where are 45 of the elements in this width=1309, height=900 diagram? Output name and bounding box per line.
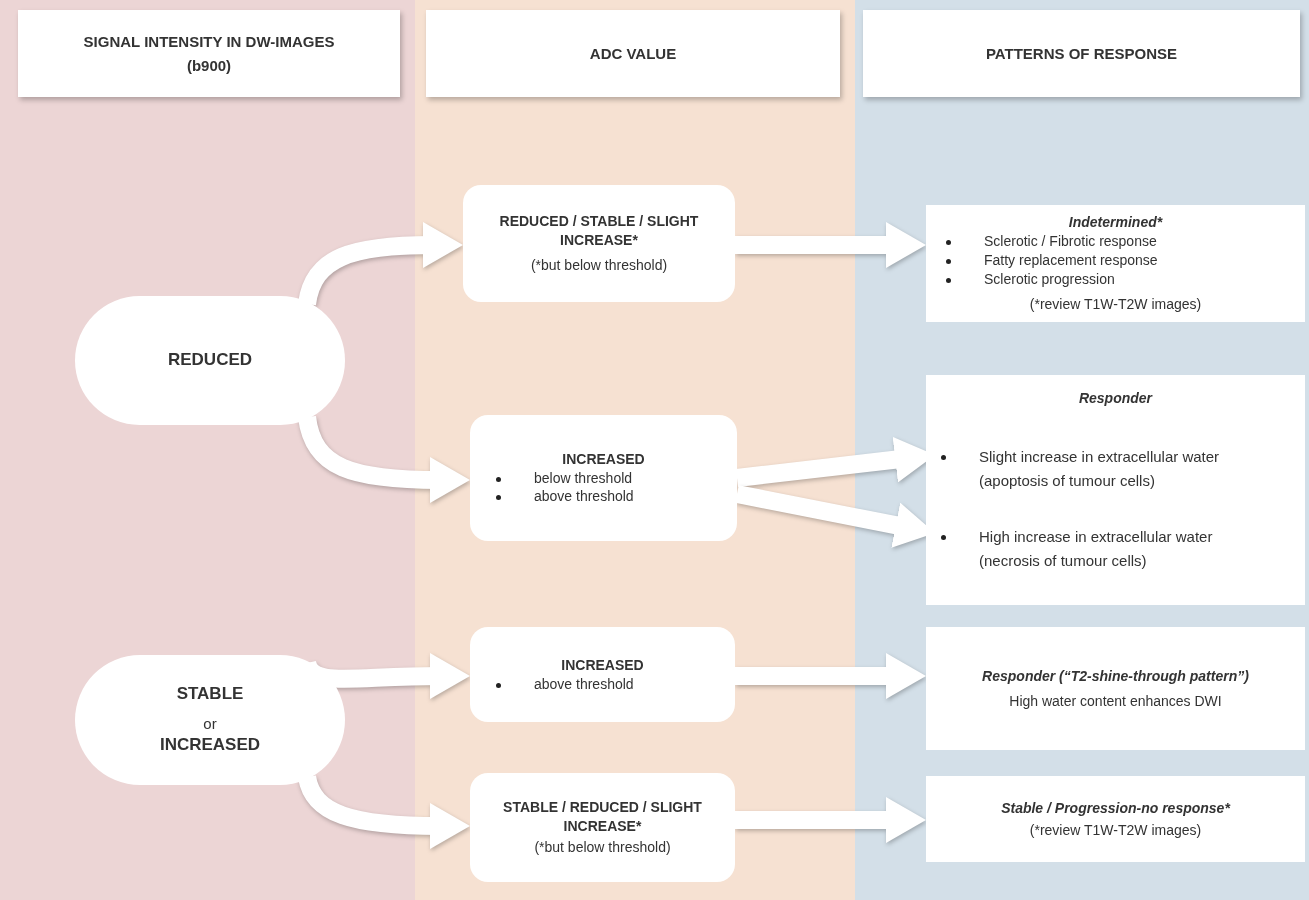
bullet-item: above threshold [490,674,715,694]
response-box [926,375,1305,605]
response-box [926,776,1305,862]
note-text: or [202,713,218,734]
note-text: (*review T1W-T2W images) [1028,820,1203,840]
bullet-item: Sclerotic / Fibrotic response [940,232,1291,252]
value-text: INCREASED [158,734,262,757]
value-text: STABLE / REDUCED / SLIGHT INCREASE* [502,797,703,836]
adc-box [470,627,735,722]
column-header [863,10,1300,97]
response-title: Indetermined* [1067,213,1164,233]
value-text: REDUCED [166,349,254,372]
adc-box [470,773,735,882]
note-text: High water content enhances DWI [1008,691,1223,711]
header-text: PATTERNS OF RESPONSE [984,43,1179,64]
adc-box [463,185,735,302]
response-title: Responder [1077,389,1154,408]
response-box [926,627,1305,750]
arrow [298,222,463,306]
arrow [298,774,470,849]
value-text: REDUCED / STABLE / SLIGHT INCREASE* [498,212,700,250]
bullet-item: Slight increase in extracellular water (apoptosis of tumour cells) [935,445,1265,493]
note-text: (*but below threshold) [529,255,669,275]
note-text: (*review T1W-T2W images) [1028,294,1203,314]
response-title: Responder (“T2-shine-through pattern”) [981,666,1250,686]
value-text: STABLE [175,682,245,705]
response-box [926,205,1305,322]
bullet-item: Fatty replacement response [940,251,1291,270]
column-header [426,10,840,97]
value-text: INCREASED [560,655,645,675]
value-text: INCREASED [561,449,646,469]
note-text: (*but below threshold) [533,838,672,858]
bullet-item: Sclerotic progression [940,269,1291,289]
adc-box [470,415,737,541]
bullet-item: above threshold [490,487,717,507]
bullet-item: High increase in extracellular water (necrosis of tumour cells) [935,525,1265,573]
response-title: Stable / Progression-no response* [1000,798,1232,818]
arrow [735,797,926,843]
arrow [298,415,470,503]
column-header [18,10,400,97]
header-text: ADC VALUE [588,43,678,64]
header-text: SIGNAL INTENSITY IN DW-IMAGES (b900) [82,31,336,76]
bullet-item: below threshold [490,468,717,488]
arrow [735,653,926,699]
arrow [735,222,926,268]
